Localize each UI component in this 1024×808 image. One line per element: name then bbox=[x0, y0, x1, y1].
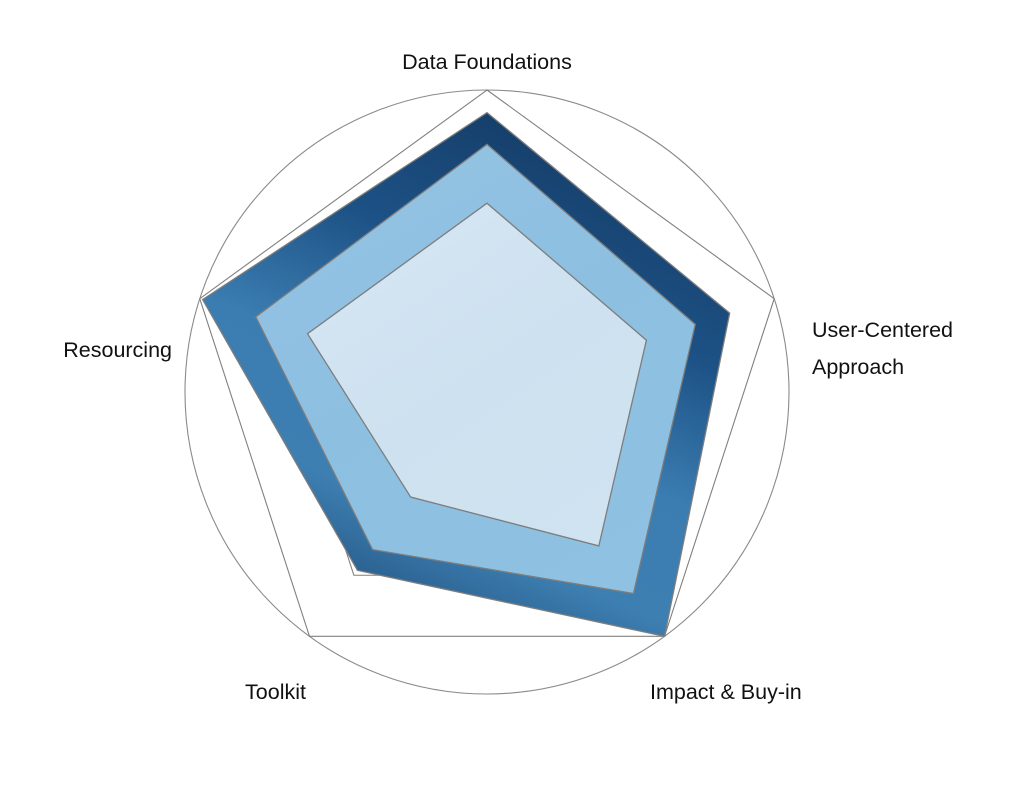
axis-label-resourcing: Resourcing bbox=[63, 338, 172, 362]
axis-label-impact-buy-in: Impact & Buy-in bbox=[650, 680, 802, 704]
axis-label-user-centered-approach-line2: Approach bbox=[812, 355, 904, 379]
series-polygon-inner bbox=[306, 202, 648, 547]
axis-label-user-centered-approach-line1: User-Centered bbox=[812, 318, 953, 342]
axis-label-data-foundations: Data Foundations bbox=[402, 50, 572, 74]
axis-label-toolkit: Toolkit bbox=[245, 680, 306, 704]
series-group bbox=[201, 111, 731, 638]
grid-ring-4 bbox=[199, 89, 775, 637]
